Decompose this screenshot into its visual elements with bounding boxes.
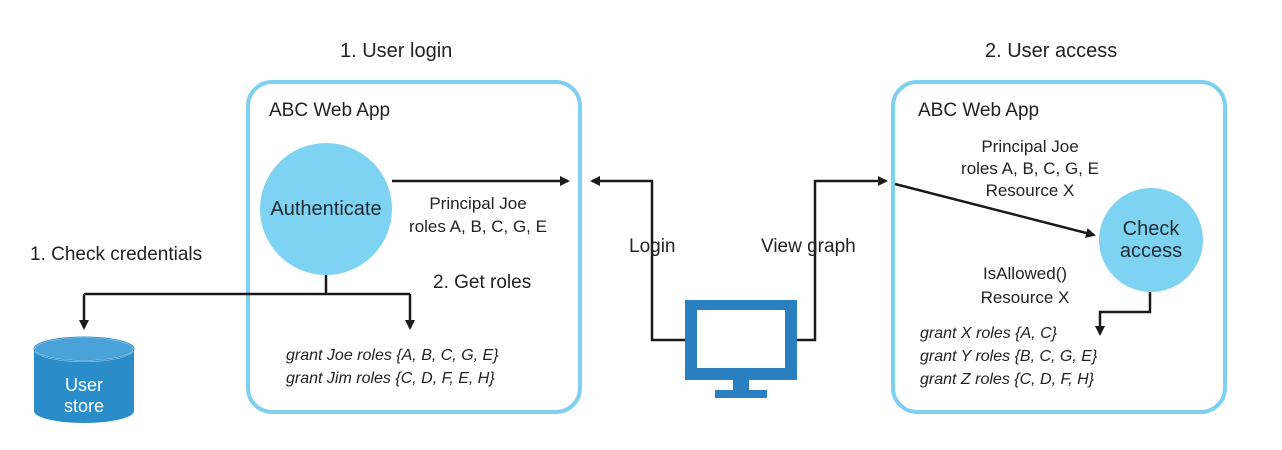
login-grant-line1: grant Joe roles {A, B, C, G, E} (286, 347, 499, 364)
access-grant-line1: grant X roles {A, C} (920, 325, 1057, 342)
access-principal-line3: Resource X (985, 181, 1075, 200)
authenticate-label: Authenticate (270, 197, 382, 220)
check-access-line1: Check (1122, 218, 1180, 240)
check-access-arrow (894, 182, 1096, 238)
user-store-line1: User (64, 375, 103, 395)
login-principal: Principal Joe roles A, B, C, G, E (398, 192, 558, 238)
login-grant-line2: grant Jim roles {C, D, F, E, H} (286, 370, 495, 387)
login-principal-line2: roles A, B, C, G, E (409, 217, 547, 236)
access-principal-line2: roles A, B, C, G, E (961, 159, 1099, 178)
login-principal-line1: Principal Joe (429, 194, 527, 213)
view-graph-label: View graph (761, 236, 856, 257)
step-title-login: 1. User login (340, 40, 453, 62)
access-grant-line2: grant Y roles {B, C, G, E} (920, 348, 1098, 365)
grant-lookup-arrow (1095, 292, 1152, 336)
login-arrow (590, 176, 685, 342)
login-app-title: ABC Web App (269, 100, 391, 121)
step-title-access: 2. User access (985, 40, 1118, 62)
isallowed-line1: IsAllowed() (982, 264, 1068, 283)
monitor-icon (685, 300, 797, 398)
access-grant-line3: grant Z roles {C, D, F, H} (920, 371, 1094, 388)
check-access-line2: access (1119, 240, 1183, 262)
access-app-title: ABC Web App (918, 100, 1040, 121)
access-principal-line1: Principal Joe (981, 137, 1079, 156)
authenticate-node: Authenticate (260, 143, 392, 275)
check-credentials-label: 1. Check credentials (30, 244, 203, 265)
check-access-node: Check access (1099, 188, 1203, 292)
isallowed-line2: Resource X (980, 288, 1070, 307)
user-store-icon (33, 336, 135, 423)
get-roles-label: 2. Get roles (433, 272, 532, 293)
login-grants: grant Joe roles {A, B, C, G, E} grant Ji… (286, 344, 499, 390)
user-store-label: User store (34, 375, 134, 417)
access-grants: grant X roles {A, C} grant Y roles {B, C… (920, 322, 1097, 391)
access-principal: Principal Joe roles A, B, C, G, E Resour… (950, 136, 1110, 202)
view-graph-arrow (795, 176, 888, 342)
user-store-line2: store (63, 396, 105, 416)
isallowed-label: IsAllowed() Resource X (970, 262, 1080, 310)
login-label: Login (629, 236, 676, 257)
